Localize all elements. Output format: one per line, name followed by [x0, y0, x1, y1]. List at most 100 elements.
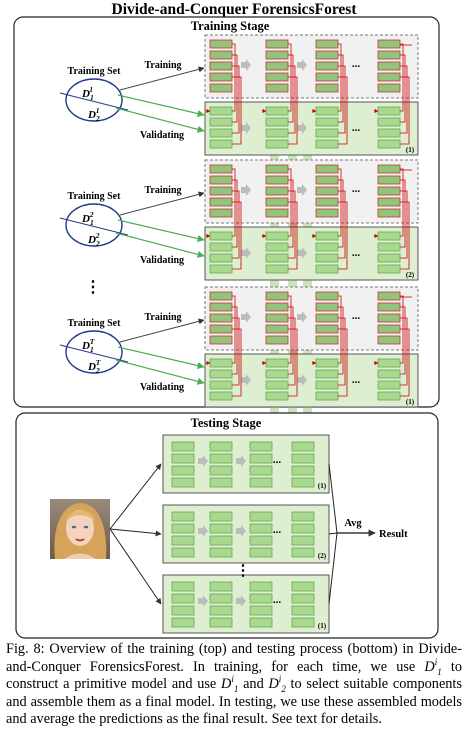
flow-arrow	[241, 59, 251, 71]
cell	[209, 264, 233, 274]
testing-column	[249, 511, 273, 558]
cell	[315, 291, 339, 301]
diagram-title: Divide-and-Conquer ForensicsForest	[112, 1, 358, 18]
flow-arrow	[297, 122, 307, 134]
selection-link	[288, 190, 296, 259]
cell	[209, 50, 233, 60]
cell	[377, 61, 401, 71]
cell	[315, 197, 339, 207]
cell	[377, 302, 401, 312]
split-line	[59, 92, 129, 111]
subset-d2-label: D21	[87, 106, 100, 123]
cell	[209, 139, 233, 149]
flow-arrow	[297, 184, 307, 196]
figure-caption: Fig. 8: Overview of the training (top) a…	[6, 641, 462, 729]
selection-link	[288, 201, 298, 270]
cell	[249, 535, 273, 546]
cell	[209, 593, 233, 604]
cell	[377, 391, 401, 401]
result-label: Result	[379, 529, 408, 540]
cell	[315, 302, 339, 312]
cell	[265, 242, 289, 252]
validating-arrow	[115, 107, 205, 133]
selection-link	[288, 76, 298, 145]
selection-link	[400, 190, 408, 259]
flow-arrow	[241, 311, 251, 323]
training-arrow-label: Training	[144, 312, 181, 323]
cell	[315, 358, 339, 368]
testing-ellipsis: ...	[273, 524, 282, 536]
cell	[209, 197, 233, 207]
selection-link	[400, 168, 404, 237]
assembled-model-index: (2)	[406, 271, 415, 279]
cell	[209, 313, 233, 323]
cell	[209, 535, 233, 546]
cell	[377, 335, 401, 345]
selection-link	[338, 190, 346, 259]
cell	[171, 547, 195, 558]
testing-models: ...(1)...(2)...(1)	[109, 434, 338, 634]
training-stage-label: Training Stage	[191, 19, 270, 33]
cell	[265, 139, 289, 149]
cell	[209, 106, 233, 116]
selection-link	[232, 43, 236, 112]
cell	[249, 453, 273, 464]
subset-d1-label: D1T	[81, 337, 95, 354]
cell	[315, 117, 339, 127]
cell	[209, 391, 233, 401]
training-arrow	[119, 318, 205, 343]
selection-link	[232, 328, 242, 397]
primitive-column	[315, 164, 339, 218]
primitive-column	[377, 291, 401, 345]
flow-arrow	[198, 455, 208, 467]
cell	[209, 61, 233, 71]
cell	[377, 106, 401, 116]
cell	[209, 380, 233, 390]
cell	[209, 335, 233, 345]
selection-link	[232, 201, 242, 270]
caption-symbol-d1: Di1	[424, 656, 442, 677]
cell	[377, 358, 401, 368]
selection-link	[288, 43, 292, 112]
cell	[265, 128, 289, 138]
assembled-ellipsis: ...	[352, 374, 361, 386]
cell	[209, 302, 233, 312]
cell	[291, 581, 315, 592]
cell	[171, 617, 195, 628]
cell	[377, 313, 401, 323]
cell	[265, 291, 289, 301]
testing-column	[171, 581, 195, 628]
output-arrow	[328, 532, 338, 605]
input-arrow	[109, 463, 162, 530]
cell	[377, 291, 401, 301]
cell	[171, 535, 195, 546]
testing-column	[171, 441, 195, 488]
input-arrow	[109, 528, 162, 537]
cell	[171, 477, 195, 488]
cell	[209, 186, 233, 196]
cell	[377, 197, 401, 207]
primitive-column	[315, 291, 339, 345]
flow-arrow	[236, 595, 246, 607]
cell	[171, 465, 195, 476]
input-arrow	[109, 528, 162, 605]
cell	[315, 164, 339, 174]
selection-link	[338, 65, 346, 134]
cell	[315, 242, 339, 252]
selection-link	[232, 306, 238, 375]
training-set-label: Training Set	[68, 191, 122, 202]
assembled-column	[265, 106, 289, 149]
training-block: Training SetD1TD2TTrainingValidating....…	[59, 286, 419, 408]
cell	[315, 139, 339, 149]
selection-link	[400, 295, 404, 364]
cell	[171, 605, 195, 616]
cell	[265, 186, 289, 196]
cell	[315, 186, 339, 196]
cell	[291, 511, 315, 522]
cell	[265, 39, 289, 49]
flow-arrow	[236, 525, 246, 537]
selection-link	[288, 179, 294, 248]
cell	[291, 453, 315, 464]
selection-link	[288, 328, 298, 397]
split-line	[59, 344, 129, 363]
